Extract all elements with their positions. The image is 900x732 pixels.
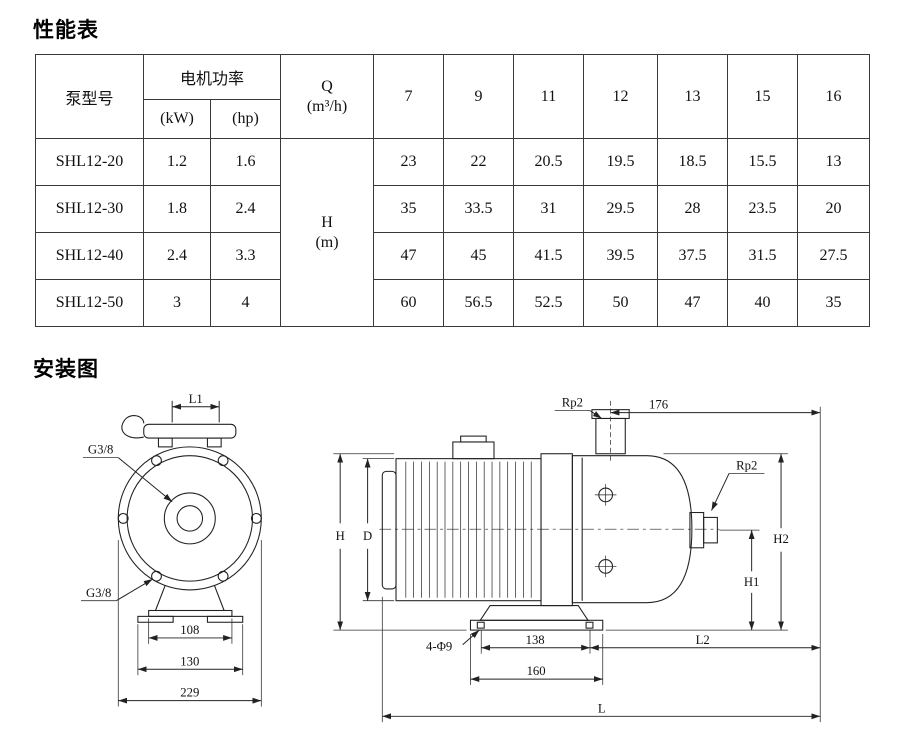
cell-head: 23: [373, 138, 444, 186]
cell-head-unit: H (m): [280, 138, 374, 327]
cell-head: 15.5: [727, 138, 798, 186]
installation-diagrams: L1 G3/8 G3/8 108 130 229: [55, 393, 900, 731]
port-label-rp2-top: Rp2: [562, 396, 583, 410]
cell-head: 35: [797, 279, 870, 327]
table-row: SHL12-30 1.8 2.4 35 33.5 31 29.5 28 23.5…: [35, 185, 870, 233]
port-label-g38-top: G3/8: [88, 443, 113, 457]
cell-head: 20: [797, 185, 870, 233]
dim-label-108: 108: [180, 623, 199, 637]
performance-table-title: 性能表: [33, 19, 99, 42]
dim-label-176: 176: [649, 398, 668, 412]
dim-label-h: H: [336, 529, 345, 543]
dim-label-h1: H1: [744, 575, 760, 589]
cell-hp: 2.4: [210, 185, 281, 233]
header-flow-value: 9: [443, 54, 514, 139]
cell-head: 40: [727, 279, 798, 327]
cell-head: 31: [513, 185, 584, 233]
cell-head: 19.5: [583, 138, 658, 186]
cell-head: 31.5: [727, 232, 798, 280]
port-label-rp2-side: Rp2: [736, 458, 757, 472]
header-flow-q-symbol: Q: [321, 77, 333, 95]
head-symbol: H: [321, 213, 333, 231]
dim-label-l1: L1: [189, 393, 203, 406]
side-view-dimension-lines: [333, 406, 821, 723]
cell-kw: 2.4: [143, 232, 211, 280]
cell-head: 60: [373, 279, 444, 327]
header-flow-value: 16: [797, 54, 870, 139]
cell-model: SHL12-30: [35, 185, 144, 233]
dim-label-d: D: [363, 529, 372, 543]
cell-hp: 4: [210, 279, 281, 327]
cell-head: 27.5: [797, 232, 870, 280]
header-flow-value: 7: [373, 54, 444, 139]
cell-kw: 1.8: [143, 185, 211, 233]
header-flow-value: 11: [513, 54, 584, 139]
cell-head: 13: [797, 138, 870, 186]
header-kw: (kW): [143, 99, 211, 139]
port-label-g38-bottom: G3/8: [86, 586, 111, 600]
cell-head: 28: [657, 185, 728, 233]
cell-hp: 3.3: [210, 232, 281, 280]
cell-head: 47: [657, 279, 728, 327]
table-row: SHL12-50 3 4 60 56.5 52.5 50 47 40 35: [35, 279, 870, 327]
header-flow-value: 15: [727, 54, 798, 139]
cell-kw: 3: [143, 279, 211, 327]
header-flow-value: 13: [657, 54, 728, 139]
cell-head: 18.5: [657, 138, 728, 186]
cell-head: 56.5: [443, 279, 514, 327]
cell-head: 20.5: [513, 138, 584, 186]
header-flow-q-unit: (m³/h): [306, 97, 348, 115]
performance-table: 泵型号 电机功率 Q (m³/h) 7 9 11 12 13 15 16 (kW…: [35, 54, 870, 327]
head-unit: (m): [315, 233, 339, 251]
header-flow-q: Q (m³/h): [280, 54, 374, 139]
pump-side-view-drawing: Rp2 176 Rp2 H D H2 H1 4-Φ9 138 L2 160 L: [333, 396, 821, 723]
cell-head: 50: [583, 279, 658, 327]
dim-label-130: 130: [180, 654, 199, 668]
cell-model: SHL12-40: [35, 232, 144, 280]
front-view-dimension-lines: [81, 400, 262, 707]
table-row: SHL12-20 1.2 1.6 H (m) 23 22 20.5 19.5 1…: [35, 138, 870, 327]
cell-head: 37.5: [657, 232, 728, 280]
pump-front-view-drawing: L1 G3/8 G3/8 108 130 229: [81, 393, 262, 707]
cell-head: 41.5: [513, 232, 584, 280]
dim-label-160: 160: [527, 664, 546, 678]
table-row: SHL12-40 2.4 3.3 47 45 41.5 39.5 37.5 31…: [35, 232, 870, 280]
cell-head: 35: [373, 185, 444, 233]
installation-diagram-title: 安装图: [33, 358, 99, 381]
cell-head: 47: [373, 232, 444, 280]
front-view-body: [117, 415, 262, 623]
cell-model: SHL12-20: [35, 138, 144, 186]
cell-model: SHL12-50: [35, 279, 144, 327]
header-motor-power: 电机功率: [143, 54, 281, 100]
cell-head: 52.5: [513, 279, 584, 327]
cell-head: 29.5: [583, 185, 658, 233]
dim-label-h2: H2: [773, 532, 789, 546]
cell-head: 39.5: [583, 232, 658, 280]
cell-head: 22: [443, 138, 514, 186]
cell-head: 33.5: [443, 185, 514, 233]
header-pump-model: 泵型号: [35, 54, 144, 139]
dim-label-229: 229: [180, 686, 199, 700]
side-view-body: [379, 400, 720, 631]
header-flow-value: 12: [583, 54, 658, 139]
dim-label-l: L: [598, 701, 606, 715]
cell-head: 45: [443, 232, 514, 280]
cell-kw: 1.2: [143, 138, 211, 186]
dim-label-138: 138: [526, 633, 545, 647]
dim-label-l2: L2: [696, 633, 710, 647]
header-hp: (hp): [210, 99, 281, 139]
cell-head: 23.5: [727, 185, 798, 233]
cell-hp: 1.6: [210, 138, 281, 186]
dim-label-holes: 4-Φ9: [426, 640, 452, 654]
